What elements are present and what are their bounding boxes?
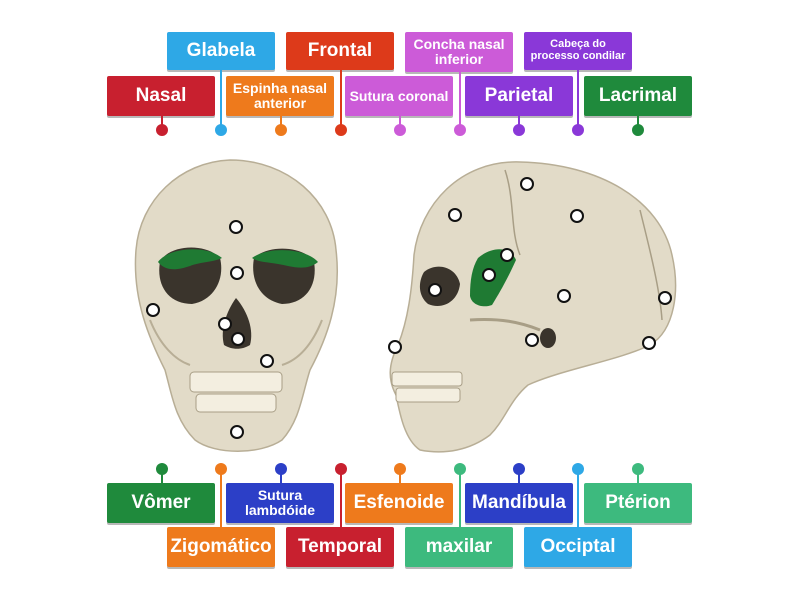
label-frontal[interactable]: Frontal: [286, 32, 394, 70]
label-pterion[interactable]: Ptérion: [584, 483, 692, 523]
skull-front-view: [134, 159, 339, 452]
label-mandibula[interactable]: Mandíbula: [465, 483, 573, 523]
connector-espinha: [280, 116, 282, 128]
pin-icon[interactable]: [394, 124, 406, 136]
connector-parietal: [518, 116, 520, 128]
label-cabeca-processo-condilar[interactable]: Cabeça do processo condilar: [524, 32, 632, 70]
hotspot-marker[interactable]: [428, 283, 442, 297]
skull-lateral-view: [389, 161, 677, 453]
hotspot-marker[interactable]: [642, 336, 656, 350]
label-sutura-lambdoide[interactable]: Sutura lambdóide: [226, 483, 334, 523]
connector-sutura-lambdoide: [280, 468, 282, 484]
hotspot-marker[interactable]: [260, 354, 274, 368]
label-glabela[interactable]: Glabela: [167, 32, 275, 70]
hotspot-marker[interactable]: [557, 289, 571, 303]
hotspot-marker[interactable]: [231, 332, 245, 346]
hotspot-marker[interactable]: [448, 208, 462, 222]
label-maxilar[interactable]: maxilar: [405, 527, 513, 567]
hotspot-marker[interactable]: [525, 333, 539, 347]
hotspot-marker[interactable]: [520, 177, 534, 191]
pin-icon[interactable]: [513, 124, 525, 136]
connector-maxilar: [459, 468, 461, 528]
label-lacrimal[interactable]: Lacrimal: [584, 76, 692, 116]
connector-zigomatico: [220, 468, 222, 528]
connector-occiptal: [577, 468, 579, 528]
hotspot-marker[interactable]: [218, 317, 232, 331]
label-nasal[interactable]: Nasal: [107, 76, 215, 116]
hotspot-marker[interactable]: [482, 268, 496, 282]
pin-icon[interactable]: [275, 124, 287, 136]
connector-nasal: [161, 116, 163, 128]
connector-frontal: [340, 70, 342, 128]
label-zigomatico[interactable]: Zigomático: [167, 527, 275, 567]
connector-pterion: [637, 468, 639, 484]
pin-icon[interactable]: [156, 124, 168, 136]
connector-concha: [459, 72, 461, 128]
connector-mandibula: [518, 468, 520, 484]
pin-icon[interactable]: [632, 124, 644, 136]
label-concha-nasal-inferior[interactable]: Concha nasal inferior: [405, 32, 513, 72]
label-occiptal[interactable]: Occiptal: [524, 527, 632, 567]
pin-icon[interactable]: [335, 124, 347, 136]
hotspot-marker[interactable]: [229, 220, 243, 234]
pin-icon[interactable]: [454, 124, 466, 136]
connector-glabela: [220, 70, 222, 128]
pin-icon[interactable]: [215, 124, 227, 136]
connector-sutura-coronal: [399, 116, 401, 128]
hotspot-marker[interactable]: [230, 425, 244, 439]
label-parietal[interactable]: Parietal: [465, 76, 573, 116]
connector-lacrimal: [637, 116, 639, 128]
label-espinha-nasal-anterior[interactable]: Espinha nasal anterior: [226, 76, 334, 116]
connector-temporal: [340, 468, 342, 528]
hotspot-marker[interactable]: [388, 340, 402, 354]
label-sutura-coronal[interactable]: Sutura coronal: [345, 76, 453, 116]
connector-esfenoide: [399, 468, 401, 484]
hotspot-marker[interactable]: [500, 248, 514, 262]
connector-vomer: [161, 468, 163, 484]
hotspot-marker[interactable]: [146, 303, 160, 317]
label-vomer[interactable]: Vômer: [107, 483, 215, 523]
label-esfenoide[interactable]: Esfenoide: [345, 483, 453, 523]
connector-cabeca: [577, 70, 579, 128]
hotspot-marker[interactable]: [570, 209, 584, 223]
pin-icon[interactable]: [572, 124, 584, 136]
label-temporal[interactable]: Temporal: [286, 527, 394, 567]
hotspot-marker[interactable]: [658, 291, 672, 305]
hotspot-marker[interactable]: [230, 266, 244, 280]
